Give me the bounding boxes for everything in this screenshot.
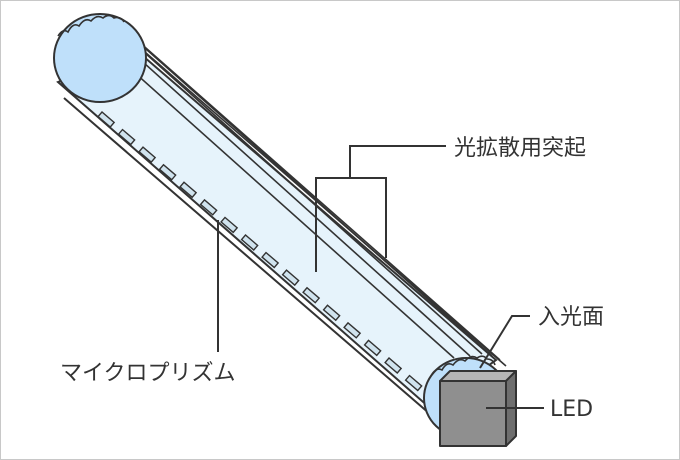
rod-bottom-edge (63, 97, 431, 415)
entrance-face-leader (479, 315, 530, 369)
rod-top-end (53, 13, 147, 103)
label-diffusion-bumps: 光拡散用突起 (454, 136, 586, 161)
label-entrance-face: 入光面 (538, 305, 604, 330)
microprism (240, 234, 259, 251)
microprism (322, 304, 341, 322)
microprism (117, 128, 136, 146)
microprism (138, 146, 157, 164)
microprism (404, 374, 423, 392)
microprism-row (97, 111, 444, 410)
microprism (158, 163, 177, 181)
microprism (199, 198, 218, 216)
microprism (179, 181, 198, 199)
diffusion-leader (315, 145, 446, 272)
microprism (220, 216, 239, 234)
microprism (97, 111, 116, 128)
led-front-face (439, 380, 507, 447)
rod-body (56, 48, 498, 410)
light-guide-rod (53, 13, 509, 439)
microprism (261, 251, 280, 269)
led-cube (439, 370, 517, 447)
microprism (281, 269, 300, 287)
microprism (343, 321, 362, 339)
leader-lines (217, 145, 544, 409)
label-microprism: マイクロプリズム (60, 361, 236, 386)
microprism (384, 357, 403, 374)
label-led: LED (550, 397, 593, 422)
microprism (363, 339, 382, 357)
microprism (302, 286, 321, 304)
led-top-face (439, 370, 517, 382)
